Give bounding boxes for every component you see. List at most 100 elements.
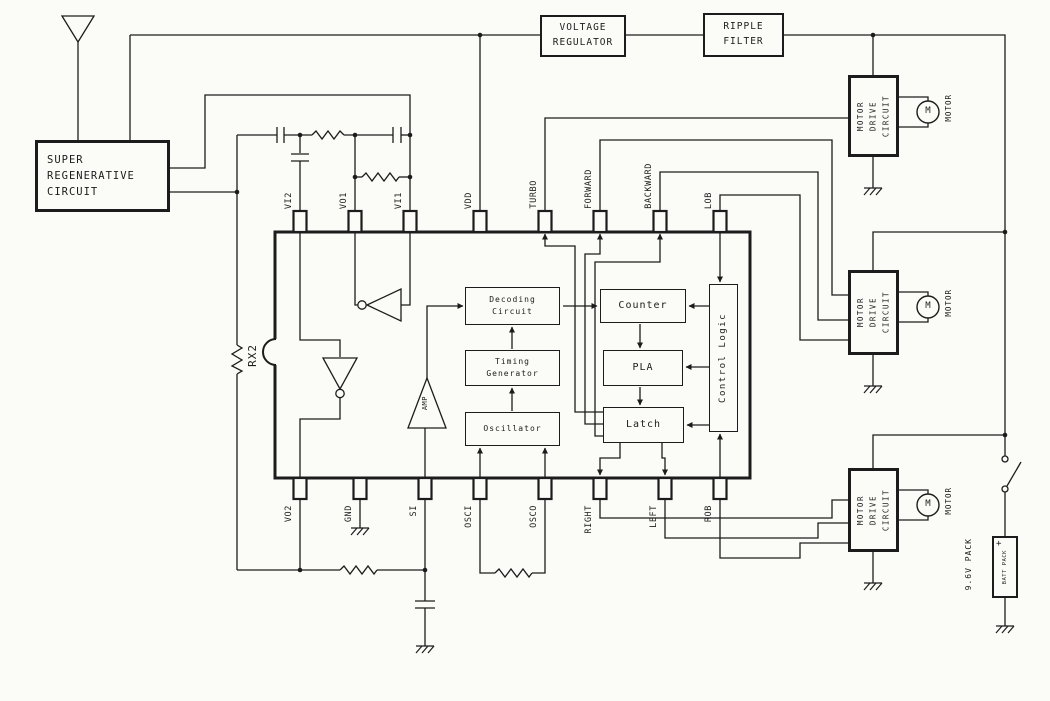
internal-wiring [299,230,723,480]
timing-generator-block: Timing Generator [465,350,560,386]
rf-inverter-1-icon [357,287,402,323]
pin-turbo [537,209,553,234]
pin-label-backward: BACKWARD [644,163,654,209]
block-label-line: Decoding [489,294,536,304]
motor-2-label: MOTOR [944,289,953,317]
pin-left [657,476,673,501]
pin-osci [472,476,488,501]
pin-label-osci: OSCI [464,505,474,528]
block-label: MOTOR DRIVE CIRCUIT [856,488,891,532]
power-switch-icon[interactable] [1001,455,1022,493]
junction-dots [234,32,1008,573]
oscillator-block: Oscillator [465,412,560,446]
block-label-line: REGULATOR [552,37,614,48]
pin-label-vo1: VO1 [339,191,349,209]
pla-block: PLA [603,350,683,386]
pin-forward [592,209,608,234]
block-label: Latch [625,419,662,431]
pin-backward [652,209,668,234]
pin-si [417,476,433,501]
chip-label: RX2 [246,344,259,367]
motor-2-icon [916,295,940,319]
motor-2-letter: M [925,301,931,311]
block-label-line: RIPPLE [723,21,764,33]
motor-drive-circuit-3-block: MOTOR DRIVE CIRCUIT [848,468,899,552]
block-label-line: FILTER [723,36,764,47]
ground-icon [415,645,435,654]
motor-drive-circuit-1-block: MOTOR DRIVE CIRCUIT [848,75,899,157]
resistor-bottom-icon [339,564,378,576]
resistor-rail-icon [311,129,345,141]
pin-label-vdd: VDD [464,191,474,209]
pin-vi1 [402,209,418,234]
block-label-line: Circuit [492,307,533,316]
ground-icon [995,625,1015,634]
pin-label-vo2: VO2 [284,505,294,523]
motor-3-icon [916,493,940,517]
pin-label-turbo: TURBO [529,180,539,209]
pin-label-rob: ROB [704,505,714,523]
ground-icon [350,527,370,536]
control-logic-block: Control Logic [709,284,738,432]
pin-lob [712,209,728,234]
pin-vi2 [292,209,308,234]
pin-label-vi2: VI2 [284,191,294,209]
battery-positive-terminal: + [996,539,1002,549]
block-label-line: CIRCUIT [47,186,99,199]
pin-osco [537,476,553,501]
resistor-left-icon [230,344,244,375]
motor-3-letter: M [925,499,931,509]
pin-vdd [472,209,488,234]
pin-label-osco: OSCO [529,505,539,528]
decoding-circuit-block: Decoding Circuit [465,287,560,325]
voltage-regulator-block: VOLTAGE REGULATOR [540,15,626,57]
counter-block: Counter [600,289,686,323]
pin-label-vi1: VI1 [394,191,404,209]
block-label: Oscillator [483,423,542,433]
amplifier-triangle-icon [407,376,447,429]
block-label: MOTOR DRIVE CIRCUIT [856,94,891,138]
ground-icon [863,187,883,196]
resistor-osc-icon [494,567,533,579]
pin-vo2 [292,476,308,501]
super-regenerative-circuit-block: SUPER REGENERATIVE CIRCUIT [35,140,170,212]
pin-right [592,476,608,501]
block-label-line: VOLTAGE [559,22,607,34]
pin-gnd [352,476,368,501]
chip-notch-icon [262,338,277,366]
block-label: Counter [618,300,668,312]
motor-3-label: MOTOR [944,487,953,515]
ground-icon [863,385,883,394]
ground-icon [863,582,883,591]
block-label: Control Logic [717,313,728,403]
chip-pins [292,209,728,501]
pin-label-si: SI [409,505,419,517]
battery-cell-label: BATT PACK [1001,549,1008,585]
resistor-feedback-icon [361,171,400,183]
external-wiring [60,15,1006,646]
block-label: MOTOR DRIVE CIRCUIT [856,291,891,334]
rf-inverter-2-icon [321,357,359,399]
pin-label-right: RIGHT [584,505,594,534]
ripple-filter-block: RIPPLE FILTER [703,13,784,57]
pin-label-gnd: GND [344,505,354,523]
block-label: PLA [632,362,654,374]
battery-pack: + BATT PACK [992,536,1018,598]
pin-label-lob: LOB [704,191,714,209]
pin-vo1 [347,209,363,234]
block-label-line: Timing [495,356,530,366]
motor-1-letter: M [925,106,931,116]
antenna-icon [60,15,96,44]
block-label-line: Generator [486,369,539,378]
latch-block: Latch [603,407,684,443]
ground-icons [350,187,1015,654]
pin-label-forward: FORWARD [584,168,594,209]
motor-drive-circuit-2-block: MOTOR DRIVE CIRCUIT [848,270,899,355]
battery-label: 9.6V PACK [964,538,973,591]
block-label-line: REGENERATIVE [47,169,135,182]
motor-1-icon [916,100,940,124]
pin-label-left: LEFT [649,505,659,528]
pin-rob [712,476,728,501]
block-label-line: SUPER [47,153,84,166]
